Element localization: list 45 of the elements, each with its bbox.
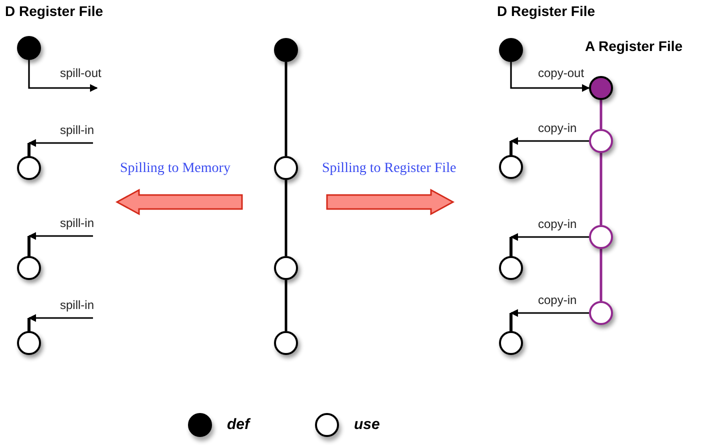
def-circle (273, 38, 299, 62)
use-circle-with-stem (498, 313, 524, 355)
def-circle (16, 36, 42, 60)
arrow (510, 62, 590, 92)
arrow (28, 139, 93, 147)
arrow (510, 309, 589, 317)
edge-label: spill-in (59, 216, 96, 230)
edge-label: copy-in (537, 121, 578, 135)
edge-label: spill-out (59, 66, 102, 80)
legend-label: def (227, 416, 250, 433)
use-circle-with-stem (498, 237, 524, 280)
use-circle (588, 225, 614, 249)
connector-line (600, 249, 602, 301)
arrow (510, 137, 589, 145)
use-circle (588, 129, 614, 153)
arrow (510, 233, 589, 241)
connector-line (284, 62, 288, 156)
legend-label: use (354, 416, 380, 433)
use-circle (273, 331, 299, 355)
arrow (28, 232, 93, 240)
edge-label: copy-in (537, 217, 578, 231)
use-circle (588, 301, 614, 325)
use-circle (273, 156, 299, 180)
use-circle-with-stem (16, 236, 42, 280)
transformation-label: Spilling to Memory (120, 161, 230, 177)
register-file-heading: D Register File (5, 3, 104, 19)
connector-line (600, 153, 602, 225)
use-circle (273, 256, 299, 280)
edge-label: copy-out (537, 66, 586, 80)
use-circle-with-stem (498, 141, 524, 179)
edge-label: spill-in (59, 298, 96, 312)
def-circle (498, 38, 524, 62)
connector-line (284, 180, 288, 256)
transformation-label: Spilling to Register File (322, 161, 456, 177)
edge-label: copy-in (537, 293, 578, 307)
edge-label: spill-in (59, 123, 96, 137)
register-file-heading: D Register File (497, 3, 596, 19)
arrow (28, 60, 98, 92)
arrow (28, 314, 93, 322)
register-file-heading: A Register File (585, 38, 683, 54)
connector-line (284, 280, 288, 331)
connector-line (600, 100, 602, 129)
def-circle (588, 76, 614, 100)
use-circle-with-stem (16, 318, 42, 355)
use-circle-with-stem (16, 143, 42, 180)
